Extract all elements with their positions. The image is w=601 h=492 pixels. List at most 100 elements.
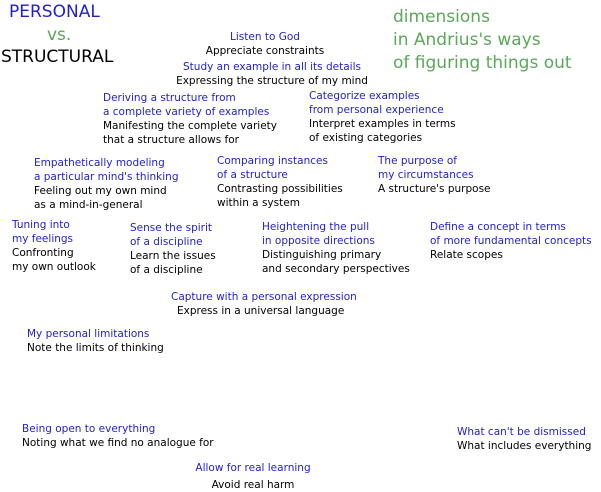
personal-text: Study an example in all its details <box>176 60 368 74</box>
subtitle-line: in Andrius's ways <box>393 30 541 50</box>
structural-line: Confronting <box>12 247 74 259</box>
structural-line: Avoid real harm <box>211 479 295 491</box>
title-vs: vs. <box>47 25 72 45</box>
pair-define: Define a concept in terms of more fundam… <box>430 220 592 262</box>
personal-text: Deriving a structure from a complete var… <box>103 91 277 119</box>
personal-line: Deriving a structure from <box>103 92 236 104</box>
pair-tuning: Tuning into my feelings Confronting my o… <box>12 218 96 274</box>
personal-line: Being open to everything <box>22 423 156 435</box>
structural-line: Contrasting possibilities <box>217 183 343 195</box>
structural-line: within a system <box>217 197 300 209</box>
personal-text: The purpose of my circumstances <box>378 154 491 182</box>
personal-text: Categorize examples from personal experi… <box>309 89 456 117</box>
structural-line: Relate scopes <box>430 249 503 261</box>
pair-study: Study an example in all its details Expr… <box>176 60 368 88</box>
personal-text: Sense the spirit of a discipline <box>130 221 216 249</box>
personal-text: Allow for real learning <box>195 461 310 475</box>
personal-line: a complete variety of examples <box>103 106 270 118</box>
pair-purpose: The purpose of my circumstances A struct… <box>378 154 491 196</box>
personal-line: Tuning into <box>12 219 70 231</box>
personal-text: What can't be dismissed <box>457 425 591 439</box>
structural-text: Relate scopes <box>430 248 592 262</box>
structural-line: that a structure allows for <box>103 134 239 146</box>
structural-text: Express in a universal language <box>171 304 357 318</box>
personal-line: of a discipline <box>130 236 203 248</box>
structural-line: of a discipline <box>130 264 203 276</box>
personal-line: a particular mind's thinking <box>34 171 179 183</box>
pair-categorize: Categorize examples from personal experi… <box>309 89 456 145</box>
personal-text: Comparing instances of a structure <box>217 154 343 182</box>
personal-line: Define a concept in terms <box>430 221 566 233</box>
structural-line: and secondary perspectives <box>262 263 410 275</box>
structural-line: Distinguishing primary <box>262 249 382 261</box>
structural-text: Noting what we find no analogue for <box>22 436 214 450</box>
pair-capture: Capture with a personal expression Expre… <box>171 290 357 318</box>
structural-line: Noting what we find no analogue for <box>22 437 214 449</box>
personal-line: Comparing instances <box>217 155 328 167</box>
personal-line: of more fundamental concepts <box>430 235 592 247</box>
pair-heightening: Heightening the pull in opposite directi… <box>262 220 410 276</box>
subtitle: dimensions in Andrius's ways of figuring… <box>393 6 572 75</box>
structural-text: A structure's purpose <box>378 182 491 196</box>
personal-line: Capture with a personal expression <box>171 291 357 303</box>
personal-text: Empathetically modeling a particular min… <box>34 156 178 184</box>
structural-line: Appreciate constraints <box>205 45 325 57</box>
pair-open: Being open to everything Noting what we … <box>22 422 214 450</box>
structural-line: as a mind-in-general <box>34 199 143 211</box>
pair-listen: Listen to God Appreciate constraints <box>206 30 324 58</box>
structural-line: Expressing the structure of my mind <box>176 75 368 87</box>
structural-text: Note the limits of thinking <box>27 341 164 355</box>
personal-line: Study an example in all its details <box>183 61 361 73</box>
personal-line: Heightening the pull <box>262 221 370 233</box>
structural-line: Interpret examples in terms <box>309 118 456 130</box>
personal-text: Define a concept in terms of more fundam… <box>430 220 592 248</box>
personal-line: What can't be dismissed <box>457 426 586 438</box>
structural-line: What includes everything <box>457 440 592 452</box>
structural-text: Avoid real harm <box>195 475 310 492</box>
subtitle-line: of figuring things out <box>393 53 572 73</box>
structural-text: What includes everything <box>457 439 591 453</box>
structural-text: Expressing the structure of my mind <box>176 74 368 88</box>
pair-comparing: Comparing instances of a structure Contr… <box>217 154 343 210</box>
structural-line: A structure's purpose <box>378 183 491 195</box>
personal-line: Empathetically modeling <box>34 157 165 169</box>
personal-line: Listen to God <box>230 31 300 43</box>
personal-line: The purpose of <box>378 155 457 167</box>
structural-text: Appreciate constraints <box>206 44 324 58</box>
personal-text: Heightening the pull in opposite directi… <box>262 220 410 248</box>
personal-text: Capture with a personal expression <box>171 290 357 304</box>
pair-empathetic: Empathetically modeling a particular min… <box>34 156 178 212</box>
structural-text: Contrasting possibilities within a syste… <box>217 182 343 210</box>
structural-line: my own outlook <box>12 261 96 273</box>
pair-dismissed: What can't be dismissed What includes ev… <box>457 425 591 453</box>
pair-sense: Sense the spirit of a discipline Learn t… <box>130 221 216 277</box>
structural-line: Note the limits of thinking <box>27 342 164 354</box>
title-personal: PERSONAL <box>9 2 100 22</box>
structural-text: Distinguishing primary and secondary per… <box>262 248 410 276</box>
personal-text: My personal limitations <box>27 327 164 341</box>
structural-text: Manifesting the complete variety that a … <box>103 119 277 147</box>
personal-text: Listen to God <box>206 30 324 44</box>
structural-text: Interpret examples in terms of existing … <box>309 117 456 145</box>
subtitle-line: dimensions <box>393 7 490 27</box>
personal-line: from personal experience <box>309 104 444 116</box>
personal-line: My personal limitations <box>27 328 150 340</box>
personal-line: my circumstances <box>378 169 474 181</box>
personal-line: my feelings <box>12 233 74 245</box>
personal-text: Tuning into my feelings <box>12 218 96 246</box>
pair-learning: Allow for real learning Avoid real harm <box>195 461 310 492</box>
personal-line: Allow for real learning <box>195 462 311 474</box>
title-structural: STRUCTURAL <box>1 47 114 67</box>
pair-limitations: My personal limitations Note the limits … <box>27 327 164 355</box>
structural-line: Feeling out my own mind <box>34 185 167 197</box>
personal-text: Being open to everything <box>22 422 214 436</box>
personal-line: in opposite directions <box>262 235 375 247</box>
structural-text: Feeling out my own mind as a mind-in-gen… <box>34 184 178 212</box>
structural-line: of existing categories <box>309 132 423 144</box>
personal-line: of a structure <box>217 169 288 181</box>
structural-line: Learn the issues <box>130 250 216 262</box>
personal-line: Categorize examples <box>309 90 420 102</box>
structural-line: Manifesting the complete variety <box>103 120 278 132</box>
structural-line: Express in a universal language <box>177 305 345 317</box>
structural-text: Confronting my own outlook <box>12 246 96 274</box>
